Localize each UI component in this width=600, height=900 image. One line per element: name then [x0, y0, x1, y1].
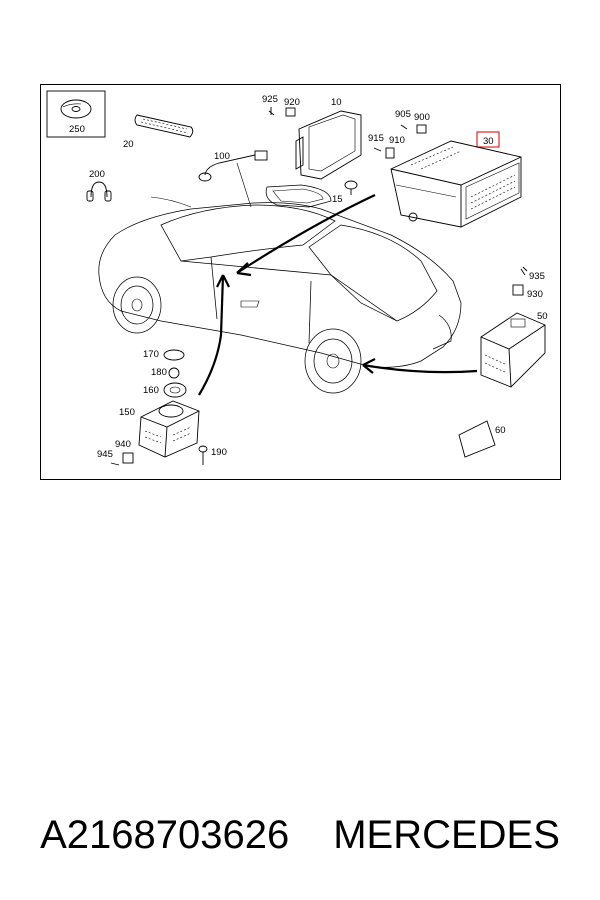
part-10-display-unit[interactable]: 10 — [295, 97, 362, 180]
label-10: 10 — [331, 97, 342, 108]
part-30-head-unit[interactable]: 30 — [390, 131, 522, 228]
label-20: 20 — [123, 139, 134, 150]
label-180: 180 — [151, 367, 167, 378]
label-905: 905 — [395, 109, 411, 120]
brand-name: MERCEDES — [333, 812, 560, 857]
part-15-screw[interactable]: 15 — [332, 180, 358, 205]
label-150: 150 — [119, 407, 135, 418]
part-60-manual[interactable]: 60 — [458, 420, 506, 458]
assembly-arrows — [198, 194, 478, 396]
label-170: 170 — [143, 349, 159, 360]
label-900: 900 — [414, 112, 430, 123]
label-50: 50 — [537, 311, 548, 322]
car-illustration — [98, 184, 462, 394]
diagram-frame: 250 20 200 100 925 920 10 1 — [40, 84, 561, 480]
part-940-945-190-fasteners[interactable]: 940 945 190 — [97, 439, 227, 466]
part-250-cd-disc[interactable]: 250 — [46, 90, 106, 138]
label-940: 940 — [115, 439, 131, 450]
label-920: 920 — [284, 97, 300, 108]
label-100: 100 — [214, 151, 230, 162]
label-250: 250 — [69, 124, 85, 135]
label-945: 945 — [97, 449, 113, 460]
part-905-900-915-910-fasteners[interactable]: 905 900 915 910 — [368, 109, 430, 159]
label-160: 160 — [143, 385, 159, 396]
part-number: A2168703626 — [40, 812, 290, 857]
label-15: 15 — [332, 194, 343, 205]
part-20-remote-control[interactable]: 20 — [123, 114, 194, 150]
product-footer: A2168703626 MERCEDES — [0, 805, 600, 865]
label-915: 915 — [368, 133, 384, 144]
label-925: 925 — [262, 94, 278, 105]
part-150-controller-unit[interactable]: 150 — [119, 400, 200, 458]
label-910: 910 — [389, 135, 405, 146]
label-30: 30 — [483, 136, 494, 147]
part-925-920-screws[interactable]: 925 920 — [262, 94, 300, 117]
highlight-box-30 — [476, 131, 500, 148]
part-50-tuner-module[interactable]: 935 930 50 — [480, 266, 548, 388]
label-200: 200 — [89, 169, 105, 180]
label-935: 935 — [529, 271, 545, 282]
label-930: 930 — [527, 289, 543, 300]
label-190: 190 — [211, 447, 227, 458]
parts-diagram: 250 20 200 100 925 920 10 1 — [46, 90, 548, 466]
label-60: 60 — [495, 425, 506, 436]
part-170-180-160-knob-parts[interactable]: 170 180 160 — [143, 349, 187, 398]
part-100-cable[interactable]: 100 — [198, 150, 268, 208]
part-200-headphones[interactable]: 200 — [86, 169, 112, 202]
